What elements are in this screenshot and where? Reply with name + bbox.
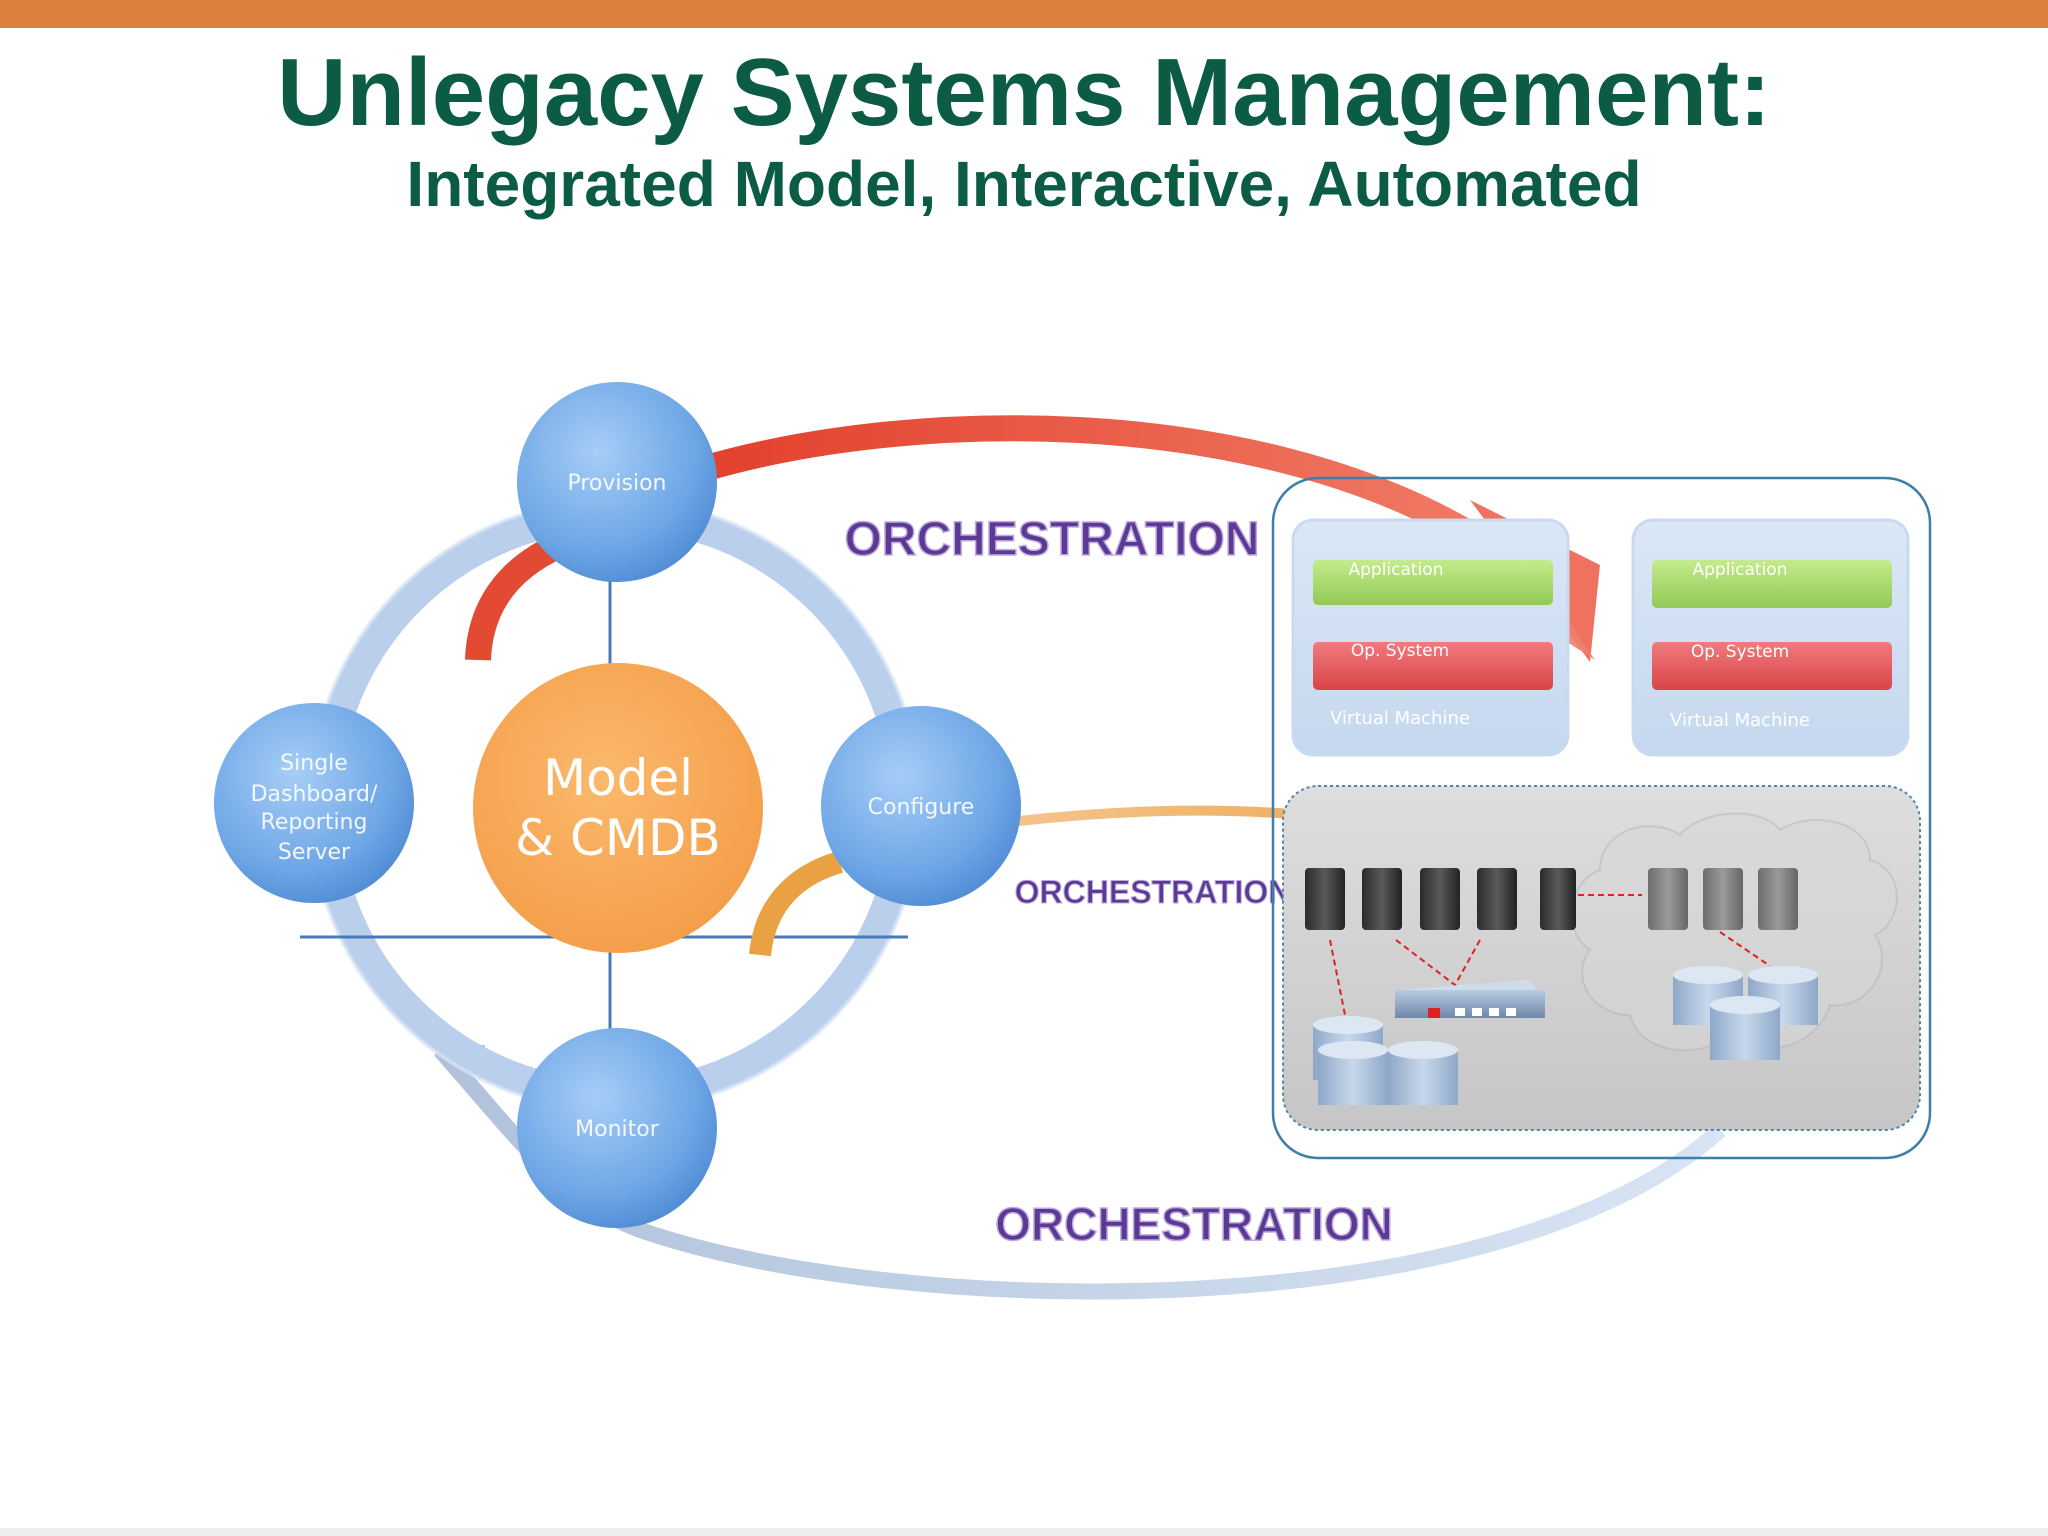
center-label-line1: Model (543, 749, 693, 807)
node-dashboard-label-1: Single (280, 751, 348, 776)
vm-stack-right[interactable]: Application Op. System Virtual Machine (1631, 518, 1910, 757)
node-dashboard[interactable]: Single Dashboard/ Reporting Server (214, 703, 414, 903)
server-icon (1758, 868, 1798, 930)
vm-left-os-label: Op. System (1351, 641, 1449, 661)
vm-right-application-label: Application (1693, 560, 1788, 580)
center-label-line2: & CMDB (515, 809, 721, 867)
vm-right-vm-label: Virtual Machine (1670, 710, 1810, 731)
orchestration-label-top: ORCHESTRATION (844, 513, 1259, 566)
server-icon (1420, 868, 1460, 930)
node-configure[interactable]: Configure (821, 706, 1021, 906)
infrastructure-container (1271, 476, 1932, 1160)
node-configure-label: Configure (868, 795, 975, 820)
slide-title: Unlegacy Systems Management: (277, 39, 1771, 146)
physical-infrastructure-panel (1282, 785, 1921, 1131)
network-links (1329, 894, 1771, 1016)
vm-right-os-label: Op. System (1691, 642, 1789, 662)
network-switch-icon (1395, 980, 1545, 1018)
server-rack-group-cloud (1648, 868, 1798, 930)
slide-subtitle: Integrated Model, Interactive, Automated (406, 148, 1642, 220)
model-cmdb-hub[interactable]: Model & CMDB (473, 663, 763, 953)
server-icon (1648, 868, 1688, 930)
node-provision[interactable]: Provision (517, 382, 717, 582)
node-monitor[interactable]: Monitor (517, 1028, 717, 1228)
node-dashboard-label-4: Server (278, 840, 351, 865)
vm-left-application-layer (1313, 560, 1553, 605)
node-monitor-label: Monitor (575, 1117, 660, 1142)
server-icon (1362, 868, 1402, 930)
top-accent-bar (0, 0, 2048, 28)
server-icon (1477, 868, 1517, 930)
vm-stack-left[interactable]: Application Op. System Virtual Machine (1291, 518, 1570, 757)
server-icon (1540, 868, 1576, 930)
vm-right-os-layer (1652, 642, 1892, 690)
node-provision-label: Provision (567, 471, 666, 496)
node-dashboard-label-2: Dashboard/ (251, 782, 378, 807)
storage-disk-group-cloud (1673, 966, 1818, 1060)
bottom-strip (0, 1528, 2048, 1536)
storage-disk-group-local (1313, 1016, 1458, 1105)
vm-right-application-layer (1652, 560, 1892, 608)
node-dashboard-label-3: Reporting (261, 810, 368, 835)
server-icon (1305, 868, 1345, 930)
vm-left-application-label: Application (1349, 560, 1444, 580)
orchestration-label-bottom: ORCHESTRATION (995, 1198, 1393, 1250)
server-icon (1703, 868, 1743, 930)
server-rack-group-local (1305, 868, 1576, 930)
vm-left-vm-label: Virtual Machine (1330, 708, 1470, 729)
orchestration-label-middle: ORCHESTRATION (1015, 874, 1292, 910)
vm-left-os-layer (1313, 642, 1553, 690)
